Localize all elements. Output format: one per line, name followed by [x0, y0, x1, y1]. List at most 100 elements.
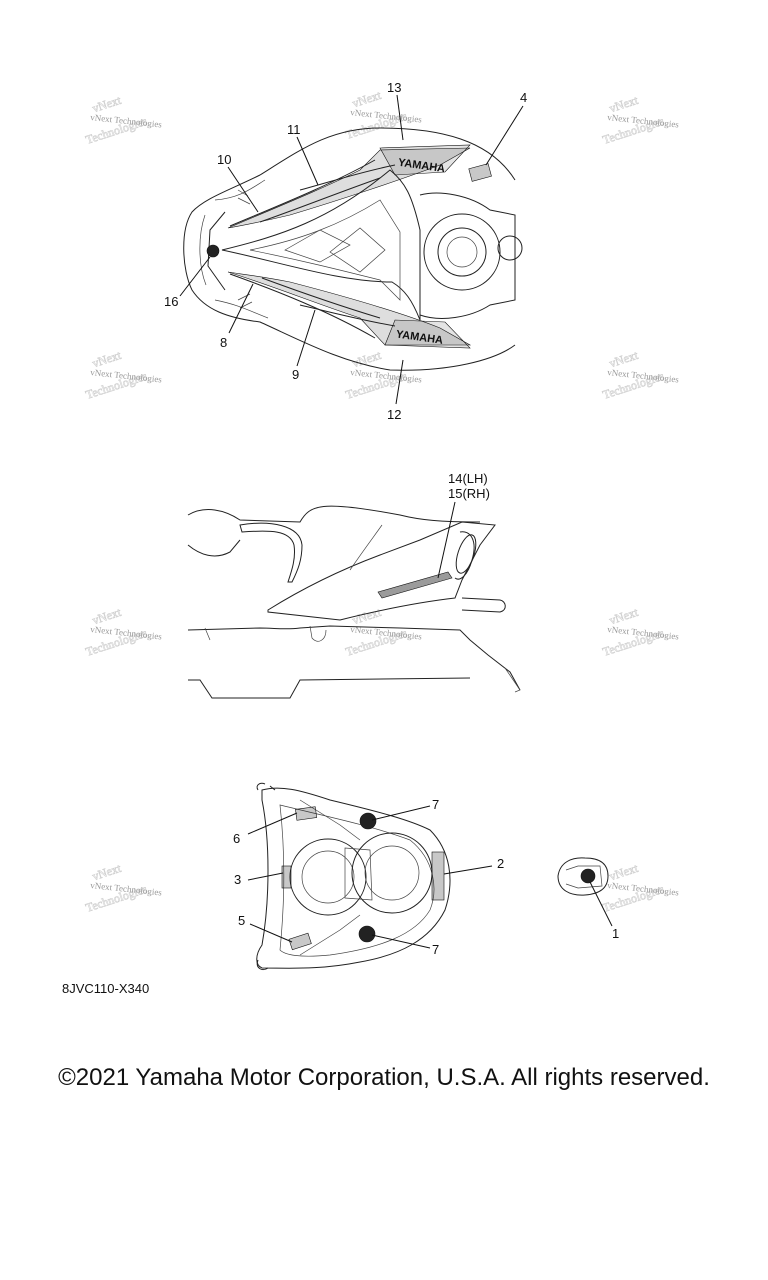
leader-16 [179, 256, 211, 297]
leader-11 [296, 136, 319, 186]
callout-7-top: 7 [432, 797, 439, 812]
decal-panel-13 [379, 144, 471, 176]
callout-5: 5 [238, 913, 245, 928]
leader-7-bottom [371, 934, 431, 949]
callout-8: 8 [220, 335, 227, 350]
leader-2 [443, 865, 493, 875]
decal-stripe-lower-line-3 [299, 304, 396, 327]
deck-ring-right-inner [364, 845, 420, 901]
decal-stripe-lower-line-2 [261, 277, 381, 319]
decal-4 [468, 163, 492, 182]
watermark: vNext Technologies vNext Technologies [344, 604, 423, 659]
watermark-group: vNext Technologies vNext Technologies vN… [84, 87, 680, 915]
deck-v-shape [221, 169, 421, 321]
emblem-7-top [359, 812, 377, 830]
grab-handle [239, 522, 303, 583]
decal-stripe-upper-line-1 [229, 159, 376, 227]
decal-stripe-upper-line-2 [259, 177, 381, 223]
deck-ring-right [351, 832, 433, 914]
callout-1: 1 [612, 926, 619, 941]
decal-panel-12 [384, 319, 471, 349]
watermark: vNext Technologies vNext Technologies [601, 92, 680, 147]
hull-chine [204, 625, 327, 642]
leader-10 [227, 166, 259, 213]
decal-stripe-upper-line-3 [299, 164, 396, 191]
figure-code: 8JVC110-X340 [62, 981, 150, 996]
leader-6 [247, 812, 298, 835]
small-part-inner [565, 865, 603, 889]
deck-rear-outline [419, 192, 516, 319]
side-panel-outline [267, 521, 496, 621]
deck-top-view: 6 3 5 2 7 7 [233, 782, 504, 971]
callout-12: 12 [387, 407, 401, 422]
callout-11: 11 [287, 122, 301, 137]
emblem-7-bottom [358, 925, 376, 943]
callout-7-bottom: 7 [432, 942, 439, 957]
side-view: 14(LH) 15(RH) [187, 471, 521, 699]
watermark: vNext Technologies vNext Technologies [344, 347, 423, 402]
deck-hatch-ring [423, 213, 501, 291]
watermark: vNext Technologies vNext Technologies [344, 87, 423, 142]
deck-fin-top [299, 799, 361, 841]
watermark: vNext Technologies vNext Technologies [84, 860, 163, 915]
bow-top-view: YAMAHA YAMAHA 13 4 11 10 16 8 9 12 [164, 80, 527, 422]
side-panel-crease [349, 524, 383, 571]
deck-hatch-inner [437, 227, 487, 277]
leader-14-15 [437, 501, 456, 579]
callout-4: 4 [520, 90, 527, 105]
decal-6 [295, 806, 318, 821]
callout-10: 10 [217, 152, 231, 167]
callout-9: 9 [292, 367, 299, 382]
deck-hatch-core [446, 236, 478, 268]
leader-5 [249, 923, 293, 943]
deck-v-ridge-2 [329, 227, 386, 273]
leader-9 [296, 309, 316, 367]
seat-back [187, 539, 241, 557]
callout-16: 16 [164, 294, 178, 309]
watermark: vNext Technologies vNext Technologies [601, 860, 680, 915]
decal-5 [288, 932, 312, 951]
hull-outline [183, 127, 516, 371]
emblem-1 [580, 868, 596, 884]
hull-bottom [188, 677, 471, 699]
deck-loop-top [256, 782, 276, 791]
watermark: vNext Technologies vNext Technologies [84, 92, 163, 147]
deck-center-bar [344, 847, 373, 901]
leader-7-top [371, 805, 431, 821]
deck-v-inner [249, 199, 401, 301]
deck-loop-bottom [256, 959, 269, 971]
leader-12 [395, 359, 404, 405]
callout-14: 14(LH) [448, 471, 488, 486]
leader-4 [485, 105, 524, 166]
leader-3 [247, 872, 284, 881]
deck-outline [256, 787, 451, 969]
deck-v-ridge-1 [284, 229, 351, 263]
deck-fin-bottom [299, 914, 361, 956]
deck-inner-outline [279, 804, 435, 957]
watermark: vNext Technologies vNext Technologies [601, 604, 680, 659]
watermark: vNext Technologies vNext Technologies [84, 347, 163, 402]
seat-outline [187, 505, 481, 523]
deck-ring-left-inner [301, 850, 355, 904]
side-decal [377, 571, 453, 599]
decal-2 [431, 851, 445, 901]
callout-15: 15(RH) [448, 486, 490, 501]
watermark: vNext Technologies vNext Technologies [601, 347, 680, 402]
callout-6: 6 [233, 831, 240, 846]
deck-ring-left [289, 838, 367, 916]
copyright-notice: ©2021 Yamaha Motor Corporation, U.S.A. A… [58, 1064, 710, 1091]
watermark: vNext Technologies vNext Technologies [84, 604, 163, 659]
mirror [455, 534, 477, 574]
small-part-view: 1 [557, 857, 619, 941]
leader-8 [228, 283, 254, 334]
callout-3: 3 [234, 872, 241, 887]
small-part-outline [557, 857, 609, 896]
hull-nose-tip [504, 667, 521, 693]
deck-hatch-2 [497, 235, 523, 261]
hull-side-lower [187, 625, 521, 691]
decal-stripe-upper [227, 147, 471, 229]
bow-emblem [206, 244, 220, 258]
decal-3 [281, 865, 292, 889]
decal-stripe-lower-line-1 [229, 273, 376, 339]
callout-13: 13 [387, 80, 401, 95]
